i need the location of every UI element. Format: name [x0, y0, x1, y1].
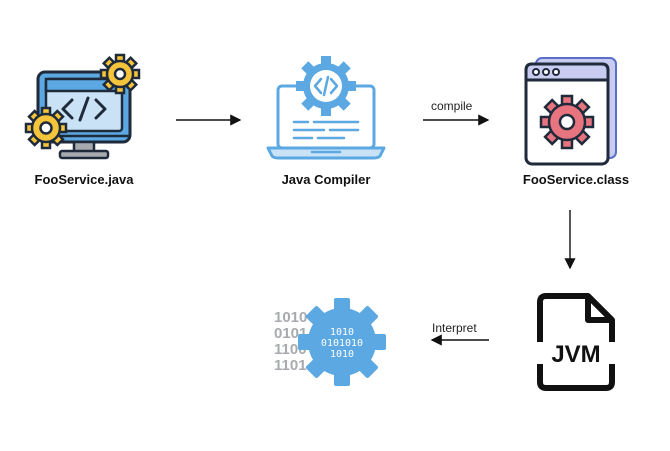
binary-gear-icon: 1010 0101 1100 1101 1010 0101010 1010 — [274, 298, 386, 386]
node-label-classfile: FooService.class — [522, 172, 630, 187]
jvm-icon-text: JVM — [551, 341, 600, 368]
edge-label-interpret: Interpret — [432, 321, 477, 335]
binary-row-4: 1101 — [274, 357, 307, 374]
node-label-compiler: Java Compiler — [281, 172, 371, 187]
jvm-document-icon: JVM — [534, 293, 618, 391]
edge-label-compile: compile — [431, 99, 473, 113]
gear-text-3: 1010 — [330, 349, 354, 360]
monitor-code-gears-icon — [24, 53, 141, 160]
node-label-source: FooService.java — [34, 172, 134, 187]
laptop-code-gear-icon — [266, 56, 386, 160]
gear-text-1: 1010 — [330, 327, 354, 338]
binary-row-1: 1010 — [274, 309, 307, 326]
window-gear-icon — [524, 57, 617, 166]
gear-text-2: 0101010 — [321, 338, 363, 349]
